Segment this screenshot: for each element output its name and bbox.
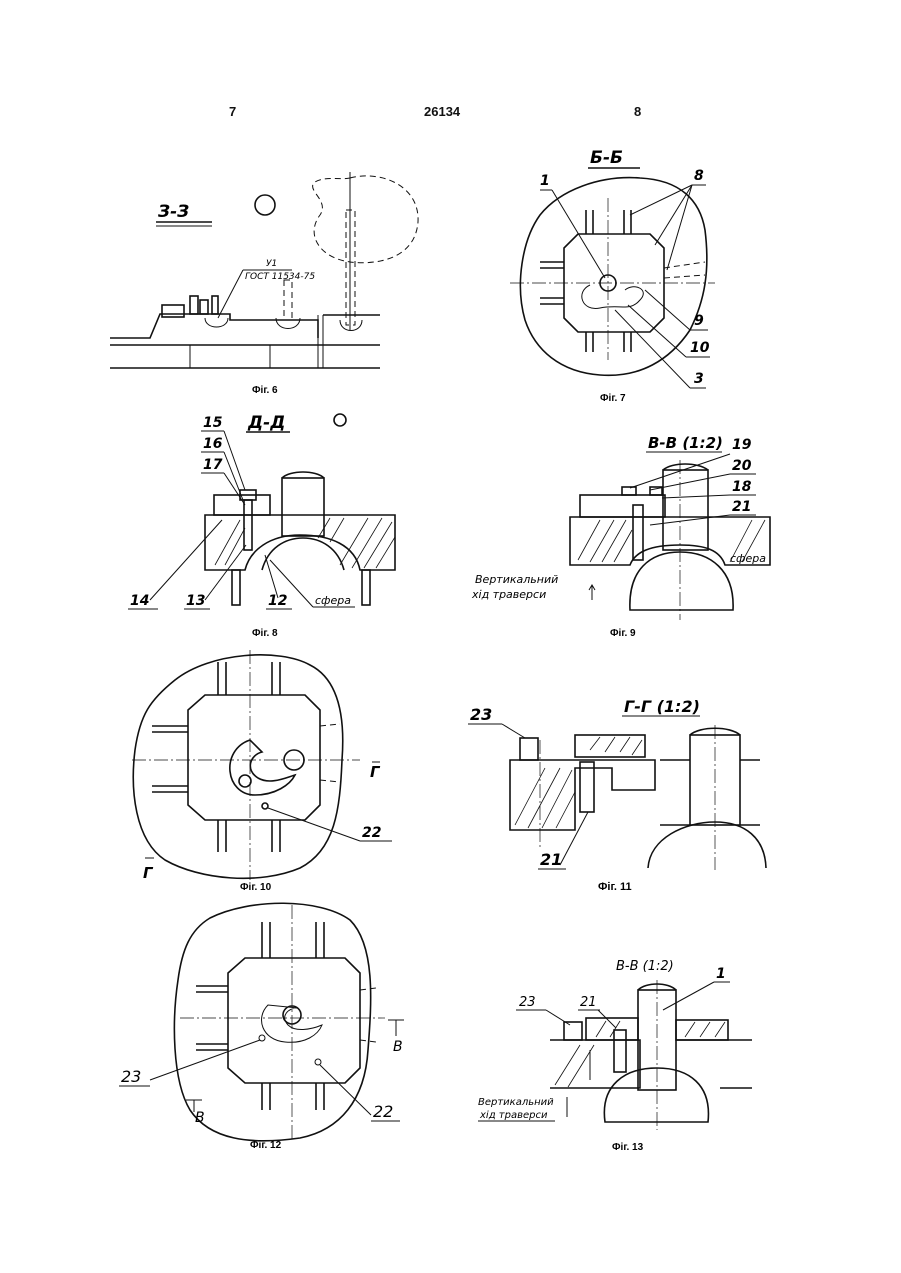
fig8-label-12: 12	[268, 593, 287, 609]
fig11-section-label: Г-Г (1:2)	[624, 697, 700, 716]
fig12-caption: Фіг. 12	[250, 1140, 282, 1151]
fig9-label-travel: хід траверси	[471, 588, 546, 601]
fig9-caption: Фіг. 9	[610, 628, 636, 639]
fig8-caption: Фіг. 8	[252, 628, 278, 639]
fig8-label-sphere: сфера	[315, 594, 351, 607]
fig13-label-vertical: Вертикальний	[478, 1097, 554, 1108]
fig7-label-9: 9	[694, 313, 704, 329]
fig13-label-travel: хід траверси	[479, 1109, 548, 1121]
fig9-label-vertical: Вертикальний	[475, 573, 558, 586]
figure-7-drawing: Б-Б 1 8 9 10 3	[510, 148, 715, 388]
fig13-caption: Фіг. 13	[612, 1142, 644, 1153]
fig7-label-10: 10	[690, 340, 710, 356]
fig12-label-23: 23	[121, 1067, 141, 1086]
fig7-label-8: 8	[694, 168, 704, 184]
fig7-label-3: 3	[694, 371, 704, 387]
fig9-label-21: 21	[732, 499, 751, 515]
fig7-label-1: 1	[540, 173, 550, 189]
fig11-caption: Фіг. 11	[598, 881, 632, 893]
fig13-label-1: 1	[716, 966, 726, 982]
fig9-section-label: В-В (1:2)	[648, 434, 723, 452]
fig10-label-g-right: Г	[370, 763, 381, 781]
fig6-caption: Фіг. 6	[252, 385, 278, 396]
fig8-label-16: 16	[203, 436, 223, 452]
fig6-label-gost: ГОСТ 11534-75	[245, 272, 315, 282]
figure-9-drawing: В-В (1:2) 19 20 18 21 сфера Вертикальний…	[471, 434, 770, 620]
fig8-label-15: 15	[203, 415, 223, 431]
fig9-label-20: 20	[732, 458, 752, 474]
fig7-section-label: Б-Б	[590, 148, 623, 168]
figure-13-drawing: В-В (1:2) 1 23 21 Вертикальний хід траве…	[478, 959, 752, 1130]
fig12-label-v-left: В	[195, 1110, 205, 1126]
fig12-label-22: 22	[373, 1102, 393, 1121]
figure-12-drawing: В В 23 22	[119, 903, 404, 1141]
fig11-label-23: 23	[470, 705, 492, 724]
fig12-label-v-right: В	[393, 1039, 403, 1055]
fig6-label-u1: У1	[266, 259, 277, 269]
fig8-label-17: 17	[203, 457, 223, 473]
fig8-label-13: 13	[186, 593, 205, 609]
fig11-label-21: 21	[540, 850, 562, 869]
figure-11-drawing: 23 Г-Г (1:2) 21	[468, 697, 766, 870]
fig8-label-14: 14	[130, 593, 149, 609]
figure-10-drawing: Г Г 22	[132, 650, 392, 882]
fig10-label-g-left: Г	[143, 864, 154, 882]
fig6-section-label: З-З	[157, 202, 189, 222]
figure-6-drawing: З-З У1 ГОСТ 11534-75	[110, 172, 418, 368]
fig8-section-label: Д-Д	[247, 413, 285, 433]
fig10-label-22: 22	[362, 825, 381, 841]
fig9-label-19: 19	[732, 437, 752, 453]
fig13-section-label: В-В (1:2)	[616, 959, 674, 974]
fig13-label-21: 21	[580, 995, 597, 1010]
fig9-label-18: 18	[732, 479, 752, 495]
fig9-label-sphere: сфера	[730, 552, 766, 565]
fig13-label-23: 23	[519, 995, 536, 1010]
fig7-caption: Фіг. 7	[600, 393, 626, 404]
figure-8-drawing: Д-Д 15 16 17 14 13 12	[128, 413, 395, 609]
fig10-caption: Фіг. 10	[240, 882, 272, 893]
